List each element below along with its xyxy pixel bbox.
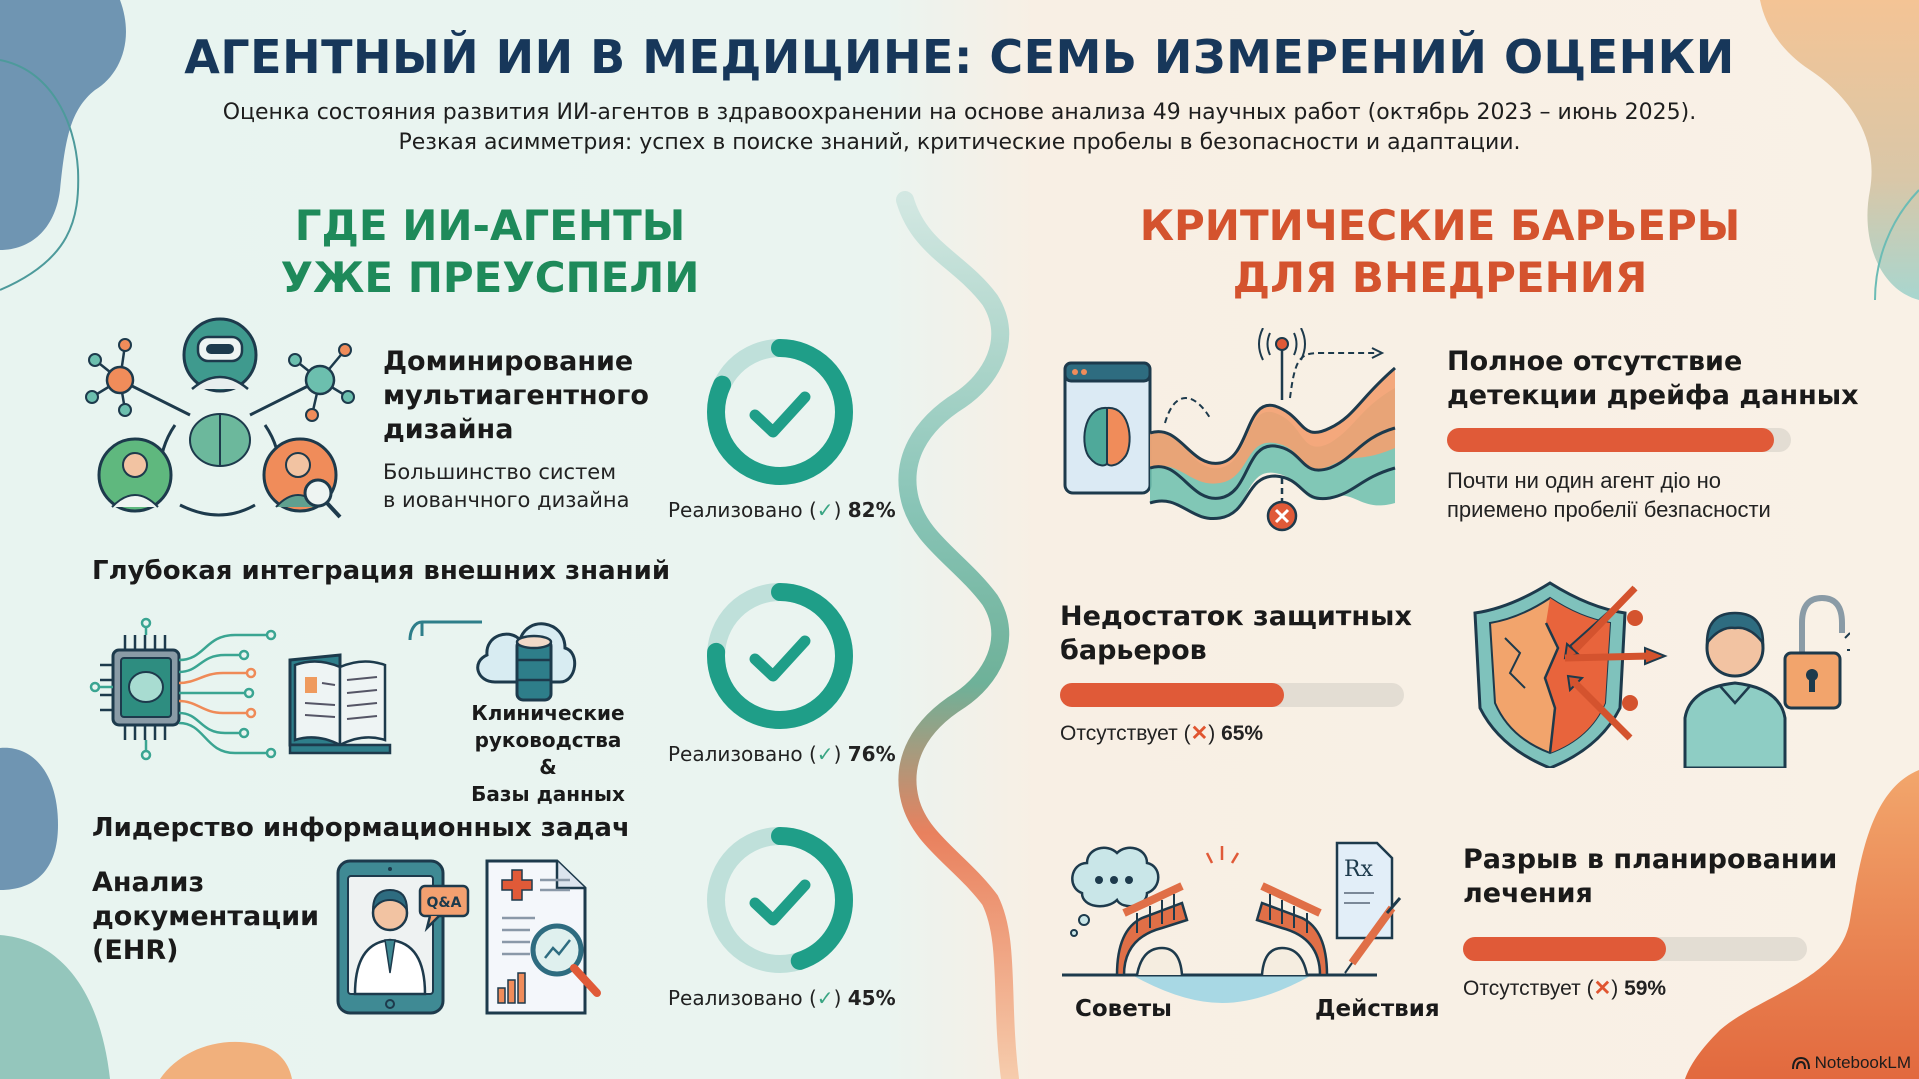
caption-line: Клинические: [471, 701, 625, 725]
percent-value: 82%: [847, 498, 896, 522]
data-drift-wave-icon: [1063, 328, 1396, 532]
title-line: мультиагентного: [383, 380, 649, 411]
subtitle-line: документации: [92, 901, 320, 932]
percent-value: 59%: [1624, 977, 1667, 1000]
qa-badge: Q&A: [427, 895, 462, 911]
knowledge-title: Глубокая интеграция внешних знаний: [92, 556, 671, 586]
bridge-label-actions: Действия: [1315, 996, 1440, 1022]
guardrails-title: Недостаток защитных барьеров: [1060, 600, 1412, 668]
progress-ring-76: [707, 583, 853, 729]
description-line: в иованчного дизайна: [383, 488, 630, 512]
progress-ring-45: [707, 827, 853, 973]
data-drift-title: Полное отсутствие детекции дрейфа данных: [1447, 345, 1859, 413]
percent-value: 76%: [847, 742, 896, 766]
title-line: лечения: [1463, 878, 1593, 909]
page-title: АГЕНТНЫЙ ИИ В МЕДИЦИНЕ: СЕМЬ ИЗМЕРЕНИЙ О…: [184, 30, 1735, 84]
ehr-subtitle: Анализ документации (EHR): [92, 866, 319, 968]
bridge-label-advice: Советы: [1075, 996, 1172, 1022]
subtitle-line-1: Оценка состояния развития ИИ-агентов в з…: [222, 100, 1697, 125]
title-line: Недостаток защитных: [1060, 601, 1412, 632]
status-label-82: Реализовано (✓) 82%: [668, 498, 896, 522]
percent-value: 45%: [847, 986, 896, 1010]
status-label-45: Реализовано (✓) 45%: [668, 986, 896, 1010]
subtitle-line: (EHR): [92, 935, 179, 966]
x-icon: ✕: [1190, 722, 1209, 745]
multi-agent-network-icon: [85, 317, 355, 519]
notebooklm-logo-icon: [1791, 1056, 1810, 1070]
caption-line: Базы данных: [471, 782, 625, 806]
barriers-heading-line-1: КРИТИЧЕСКИЕ БАРЬЕРЫ: [1139, 201, 1741, 250]
barriers-heading-line-2: ДЛЯ ВНЕДРЕНИЯ: [1232, 253, 1648, 302]
treatment-planning-bar: [1463, 937, 1807, 961]
description-line: приемено пробелії безпасности: [1447, 497, 1771, 522]
title-line: детекции дрейфа данных: [1447, 380, 1859, 411]
multi-agent-description: Большинство систем в иованчного дизайна: [383, 458, 630, 514]
brand-label: NotebookLM: [1814, 1053, 1911, 1072]
broken-bridge-icon: Rx: [1062, 841, 1402, 1003]
data-drift-bar-fill: [1447, 428, 1774, 452]
guardrails-status: Отсутствует (✕) 65%: [1060, 722, 1264, 745]
guardrails-bar: [1060, 683, 1404, 707]
information-tasks-title: Лидерство информационных задач: [92, 813, 630, 843]
knowledge-caption: Клинические руководства & Базы данных: [468, 700, 628, 808]
x-icon: ✕: [1593, 977, 1612, 1000]
success-heading: ГДЕ ИИ-АГЕНТЫ УЖЕ ПРЕУСПЕЛИ: [250, 200, 730, 304]
title-line: Разрыв в планировании: [1463, 844, 1838, 875]
subtitle-line: Анализ: [92, 867, 205, 898]
treatment-planning-title: Разрыв в планировании лечения: [1463, 843, 1837, 911]
percent-value: 65%: [1221, 722, 1264, 745]
cloud-database-icon: [408, 620, 576, 702]
description-line: Большинство систем: [383, 460, 617, 484]
status-label-76: Реализовано (✓) 76%: [668, 742, 896, 766]
progress-ring-82: [707, 339, 853, 485]
data-drift-bar: [1447, 428, 1791, 452]
description-line: Почти ни один агент діо но: [1447, 468, 1722, 493]
check-icon: ✓: [816, 986, 834, 1010]
barriers-heading: КРИТИЧЕСКИЕ БАРЬЕРЫ ДЛЯ ВНЕДРЕНИЯ: [1080, 200, 1800, 304]
checkmark-icon: [749, 879, 811, 926]
check-icon: ✓: [816, 742, 834, 766]
guardrails-bar-fill: [1060, 683, 1284, 707]
title-line: барьеров: [1060, 635, 1207, 666]
multi-agent-title: Доминирование мультиагентного дизайна: [383, 345, 649, 447]
tablet-doctor-document-icon: Q&A: [336, 859, 601, 1015]
rx-label: Rx: [1344, 857, 1374, 882]
treatment-planning-bar-fill: [1463, 937, 1666, 961]
subtitle-line-2: Резкая асимметрия: успех в поиске знаний…: [398, 130, 1521, 155]
title-line: Полное отсутствие: [1447, 346, 1743, 377]
broken-shield-icon: [1473, 581, 1850, 768]
caption-line: руководства &: [474, 728, 622, 779]
title-line: дизайна: [383, 414, 514, 445]
success-heading-line-1: ГДЕ ИИ-АГЕНТЫ: [294, 201, 686, 250]
title-line: Доминирование: [383, 346, 634, 377]
notebooklm-watermark: NotebookLM: [1791, 1053, 1911, 1073]
treatment-planning-status: Отсутствует (✕) 59%: [1463, 977, 1667, 1000]
x-icon: [1274, 508, 1290, 524]
success-heading-line-2: УЖЕ ПРЕУСПЕЛИ: [280, 253, 700, 302]
check-icon: ✓: [816, 498, 834, 522]
checkmark-icon: [749, 391, 811, 438]
data-drift-description: Почти ни один агент діо но приемено проб…: [1447, 466, 1771, 524]
checkmark-icon: [749, 635, 811, 682]
chip-book-icon: [89, 617, 392, 761]
